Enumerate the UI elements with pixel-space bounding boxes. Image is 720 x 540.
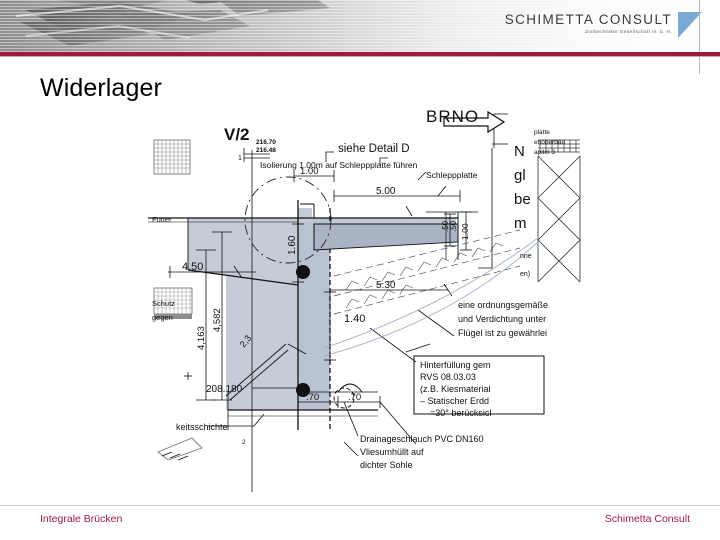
header-accent-line-shadow — [0, 56, 720, 57]
soil-hatch-left — [153, 139, 193, 319]
label-note-right-en: en) — [520, 271, 530, 278]
label-drain-3: dichter Sohle — [360, 460, 413, 470]
label-dim-530: 5.30 — [376, 280, 396, 291]
label-dim-70b: .70 — [348, 392, 361, 403]
label-isolierung: Isolierung 1.00m auf Schleppplatte führe… — [260, 160, 418, 170]
header-vertical-rule — [699, 0, 700, 74]
label-dim-500: 5.00 — [376, 186, 396, 197]
label-dim-70a: .70 — [306, 392, 319, 403]
label-dim-100: 1.00 — [300, 166, 319, 177]
header-abstract-artwork — [15, 0, 330, 46]
label-box-1: Hinterfüllung gem — [420, 360, 491, 370]
backfill-hatch — [333, 229, 521, 315]
leader-lines — [208, 113, 508, 457]
label-note-right-m: m — [514, 215, 527, 232]
drawing-labels: V/2 216.70 216.48 1 BRNO siehe Detail D … — [152, 107, 565, 470]
label-note-right-2: enoberbau — [534, 139, 565, 146]
label-station-1: 1 — [238, 155, 242, 162]
right-net-hatch: . — [537, 139, 581, 283]
logo-text-block: SCHIMETTA CONSULT Ziviltechniker Gesells… — [505, 10, 678, 35]
label-sauberkeitsschichte: keitsschichte — [176, 422, 228, 432]
label-dim-50b: .50 — [449, 220, 458, 232]
logo-company-subtitle: Ziviltechniker Gesellschaft m. b. H. — [585, 29, 672, 34]
label-vert-4163: 4,163 — [196, 326, 207, 350]
label-box-3: (z.B. Kiesmaterial — [420, 384, 491, 394]
label-dim-50a: .50 — [441, 220, 450, 232]
label-elev-bottom: 208.180 — [206, 384, 243, 395]
label-siehe-detail-d: siehe Detail D — [338, 143, 410, 155]
logo: SCHIMETTA CONSULT Ziviltechniker Gesells… — [505, 10, 702, 44]
logo-company-name: SCHIMETTA CONSULT — [504, 12, 672, 27]
page-title: Widerlager — [40, 74, 162, 102]
label-schleppplatte: Schleppplatte — [426, 170, 478, 180]
brno-arrow-icon — [443, 110, 506, 134]
label-schutz-1: Schutz — [152, 299, 175, 308]
technical-drawing: . — [148, 100, 708, 500]
bearing-point-upper — [296, 265, 310, 279]
label-brno: BRNO — [426, 107, 479, 126]
label-box-4: – Statischer Erdd — [420, 396, 489, 406]
label-dim-100-right: 1.00 — [460, 223, 470, 240]
net-marker-a: . — [556, 176, 557, 181]
label-note-right-3: apitel 3 — [534, 149, 555, 156]
header-accent-line — [0, 52, 720, 56]
footer-right-text: Schimetta Consult — [604, 513, 690, 525]
footer-divider — [0, 505, 720, 506]
hinterfuellung-note-box — [413, 355, 545, 415]
label-v-half: V/2 — [224, 125, 250, 144]
structure-outlines — [148, 200, 478, 430]
abutment-fill — [188, 218, 298, 410]
widerlager-section-svg: . — [148, 107, 581, 492]
label-box-2: RVS 08.03.03 — [420, 372, 476, 382]
logo-triangle-icon — [678, 12, 702, 38]
label-schutz-2: gegen — [152, 313, 173, 322]
label-vert-4582: 4,582 — [212, 308, 223, 332]
wing-wall-lines — [157, 343, 307, 461]
label-sauberkeitsschichte-sub: 2 — [242, 439, 246, 446]
label-elev-top1: 216.70 — [256, 139, 276, 146]
label-note-right-gl: gl — [514, 167, 526, 184]
label-note-right-n: N — [514, 143, 525, 160]
label-dim-140: 1.40 — [344, 313, 365, 325]
label-dim-160: 1.60 — [287, 235, 298, 255]
label-note-right-1: platte — [534, 129, 550, 136]
detail-d-circle — [244, 176, 332, 264]
label-dim-450: 4.50 — [182, 261, 203, 273]
dimension-lines — [168, 148, 472, 492]
drainage-pipe — [333, 383, 363, 409]
label-drain-2: Vliesumhüllt auf — [360, 447, 424, 457]
label-verdichtung-1: eine ordnungsgemäße — [458, 300, 548, 310]
slide-header-band: SCHIMETTA CONSULT Ziviltechniker Gesells… — [0, 0, 720, 52]
label-verdichtung-2: und Verdichtung unter — [458, 314, 546, 324]
bearing-point-lower — [296, 383, 310, 397]
label-elev-top2: 216.48 — [256, 147, 276, 154]
label-drain-1: Drainageschlauch PVC DN160 — [360, 434, 484, 444]
alignment-guide-curves — [323, 237, 541, 357]
label-note-right-nne: nne — [520, 253, 532, 260]
label-box-5: =30° berücksicl — [430, 408, 491, 418]
footer-left-text: Integrale Brücken — [40, 513, 123, 525]
label-futtermauer: Futter — [152, 215, 172, 224]
label-verdichtung-3: Flügel ist zu gewährlei — [458, 328, 547, 338]
bearing-block — [298, 208, 312, 222]
label-note-right-be: be — [514, 191, 531, 208]
